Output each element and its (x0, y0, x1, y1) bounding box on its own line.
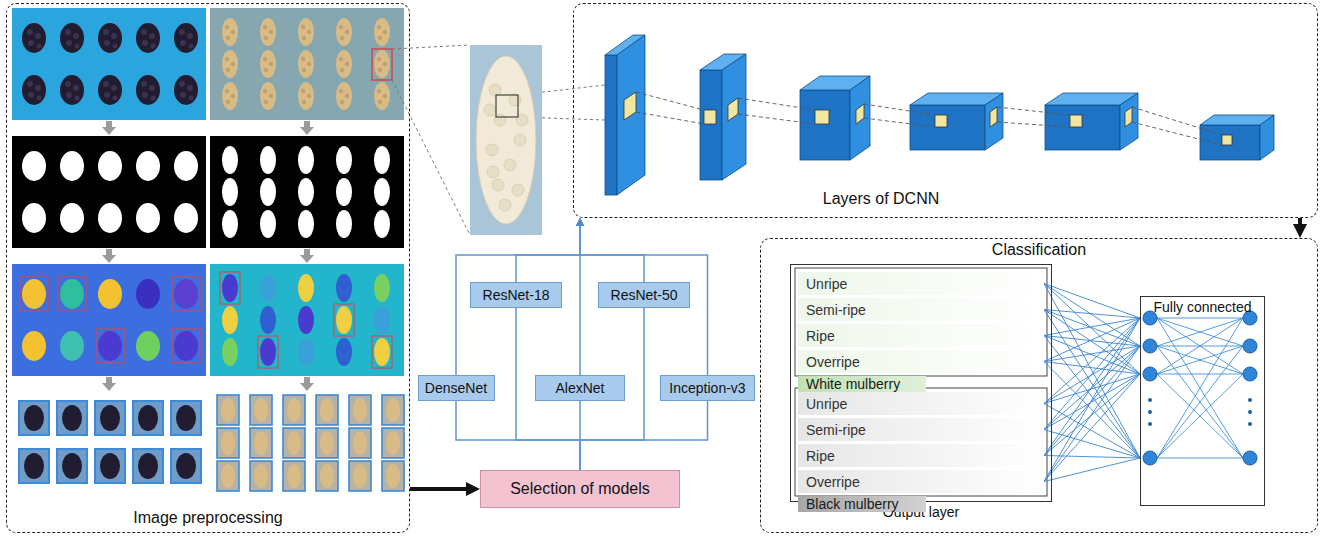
labelled-regions (12, 264, 404, 376)
connector-line (516, 226, 580, 282)
ripeness-label: Unripe (798, 392, 1044, 415)
kernel (624, 92, 1232, 145)
panel-label: Classification (761, 241, 1317, 259)
connector-line (1044, 284, 1140, 459)
selection-box: Selection of models (480, 470, 680, 508)
connector-line (1044, 318, 1140, 458)
class-row: White mulberryRipe (798, 324, 1044, 347)
neuron (1143, 311, 1257, 465)
connector-line (580, 226, 708, 375)
photo-white-mulberry (210, 8, 404, 120)
ripeness-label: Semi-ripe (798, 298, 1044, 321)
class-row: Black mulberrySemi-ripe (798, 418, 1044, 441)
model-box: Inception-v3 (660, 375, 755, 401)
ellipsis-dots (1148, 398, 1252, 426)
connector-line (456, 401, 580, 470)
model-name: ResNet-18 (483, 287, 550, 303)
connector-line (579, 226, 581, 375)
kernel-lines (636, 92, 1222, 145)
class-row: Black mulberryRipe (798, 444, 1044, 467)
connector-line (1044, 310, 1140, 459)
model-box: ResNet-18 (470, 282, 562, 308)
cropped-samples (19, 395, 404, 491)
class-row: Black mulberryUnripe (798, 392, 1044, 415)
ripeness-label: Overripe (798, 350, 1044, 373)
connector-line (1044, 318, 1140, 458)
output-layer-box: Output layerWhite mulberryUnripeWhite mu… (790, 264, 1052, 502)
layer-box: Fully connected (1140, 296, 1265, 506)
connector-line (1044, 318, 1140, 458)
model-name: ResNet-50 (611, 287, 678, 303)
model-name: Inception-v3 (669, 380, 745, 396)
model-name: AlexNet (555, 380, 604, 396)
panel-label: Image preprocessing (7, 509, 409, 527)
box-label: Selection of models (510, 480, 650, 498)
model-box: ResNet-50 (598, 282, 690, 308)
class-row: White mulberryOverripe (798, 350, 1044, 373)
model-box: DenseNet (418, 375, 495, 401)
connector-line (1044, 318, 1140, 458)
photo-black-mulberry (12, 8, 206, 120)
ripeness-label: Overripe (798, 470, 1044, 493)
binary-mask (12, 136, 404, 248)
model-box: AlexNet (535, 375, 625, 401)
model-name: DenseNet (425, 380, 487, 396)
class-name: Black mulberry (798, 496, 926, 512)
neuron-mesh (1157, 318, 1243, 458)
ripeness-label: Ripe (798, 444, 1044, 467)
class-group-frame (795, 268, 1047, 496)
connector-line (456, 226, 580, 375)
ripeness-label: Ripe (798, 324, 1044, 347)
class-row: White mulberryUnripe (798, 272, 1044, 295)
connector-line (1044, 318, 1140, 482)
dashed-panel: Layers of DCNN (573, 3, 1318, 218)
zoomed-mulberry (470, 45, 542, 235)
connector-line (579, 401, 581, 470)
flow-arrow (1298, 218, 1302, 224)
dashed-panel: Image preprocessing (6, 3, 410, 533)
box-label: Fully connected (1141, 299, 1264, 499)
step-arrow (102, 121, 314, 391)
cnn-layer-blocks (605, 35, 1274, 195)
ripeness-label: Semi-ripe (798, 418, 1044, 441)
class-row: Black mulberryOverripe (798, 470, 1044, 493)
connector-line (580, 401, 708, 470)
class-name: White mulberry (798, 376, 926, 392)
ripeness-label: Unripe (798, 272, 1044, 295)
connector-line (580, 226, 644, 282)
panel-label: Layers of DCNN (823, 190, 939, 208)
flow-arrow (410, 487, 466, 491)
connector-line (1044, 318, 1140, 458)
dashed-panel: ClassificationOutput layerWhite mulberry… (760, 238, 1318, 533)
class-row: White mulberrySemi-ripe (798, 298, 1044, 321)
